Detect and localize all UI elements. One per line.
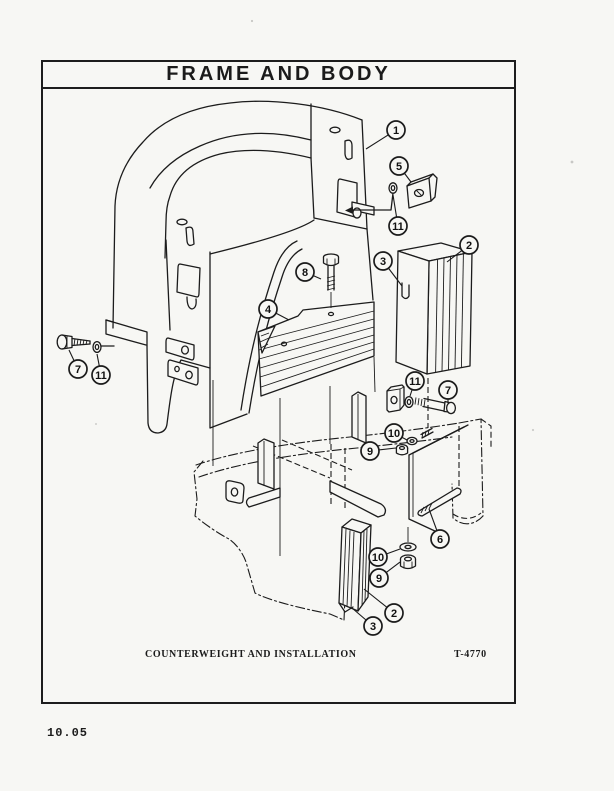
- svg-text:4: 4: [265, 304, 272, 316]
- callout-layer: 1 5 11 2 3 8 4 7 11 11 7 10 9 6 10 9 2 3: [68, 120, 479, 636]
- page-number: 10.05: [47, 726, 89, 740]
- callout-10: 10: [368, 547, 401, 567]
- callout-2: 2: [363, 588, 404, 623]
- callout-5: 5: [389, 156, 412, 183]
- svg-text:2: 2: [466, 240, 472, 252]
- page-title: FRAME AND BODY: [166, 63, 391, 85]
- callout-6: 6: [428, 508, 450, 549]
- svg-text:2: 2: [391, 608, 397, 620]
- callout-11: 11: [405, 371, 425, 397]
- callout-11: 11: [388, 194, 408, 236]
- callout-4: 4: [258, 299, 290, 321]
- svg-text:10: 10: [372, 552, 384, 564]
- callout-11: 11: [91, 353, 111, 385]
- callout-10: 10: [384, 423, 408, 443]
- counterweight-slab-top: [395, 242, 473, 375]
- svg-text:1: 1: [393, 125, 399, 137]
- svg-text:9: 9: [367, 446, 373, 458]
- figure-caption: COUNTERWEIGHT AND INSTALLATION: [145, 649, 357, 660]
- svg-text:7: 7: [445, 385, 451, 397]
- bolt-8: [322, 253, 340, 317]
- callout-2: 2: [446, 235, 479, 263]
- washer-nut-lower: [399, 542, 417, 570]
- bolt-washer-left: [56, 334, 115, 354]
- chassis-solid-details: [212, 380, 469, 556]
- callout-8: 8: [295, 262, 322, 282]
- counterweight-slab-bottom: [338, 518, 372, 613]
- callout-9: 9: [369, 561, 401, 588]
- svg-text:6: 6: [437, 534, 443, 546]
- svg-text:11: 11: [95, 370, 107, 382]
- svg-text:3: 3: [380, 256, 386, 268]
- block-washer-bolt-mid: [386, 384, 457, 415]
- svg-text:10: 10: [388, 428, 400, 440]
- svg-text:3: 3: [370, 621, 376, 633]
- stud-washer-nut-mid: [395, 427, 434, 456]
- svg-text:11: 11: [392, 221, 404, 233]
- frame-counterweight-support: [105, 100, 394, 434]
- svg-text:11: 11: [409, 376, 421, 388]
- figure-code: T-4770: [454, 649, 487, 660]
- callout-3: 3: [373, 251, 403, 287]
- svg-text:9: 9: [376, 573, 382, 585]
- svg-text:5: 5: [396, 161, 402, 173]
- lock-plate-and-washer-top: [388, 173, 438, 209]
- svg-text:8: 8: [302, 267, 308, 279]
- callout-1: 1: [365, 120, 406, 150]
- callout-7: 7: [68, 349, 88, 379]
- page-border-box: FRAME AND BODY: [41, 60, 516, 704]
- callout-9: 9: [360, 441, 397, 461]
- svg-text:7: 7: [75, 364, 81, 376]
- title-band: FRAME AND BODY: [43, 62, 514, 89]
- counterweight-wedge-stack: [257, 301, 375, 397]
- callout-7: 7: [438, 380, 458, 403]
- callout-3: 3: [351, 607, 383, 636]
